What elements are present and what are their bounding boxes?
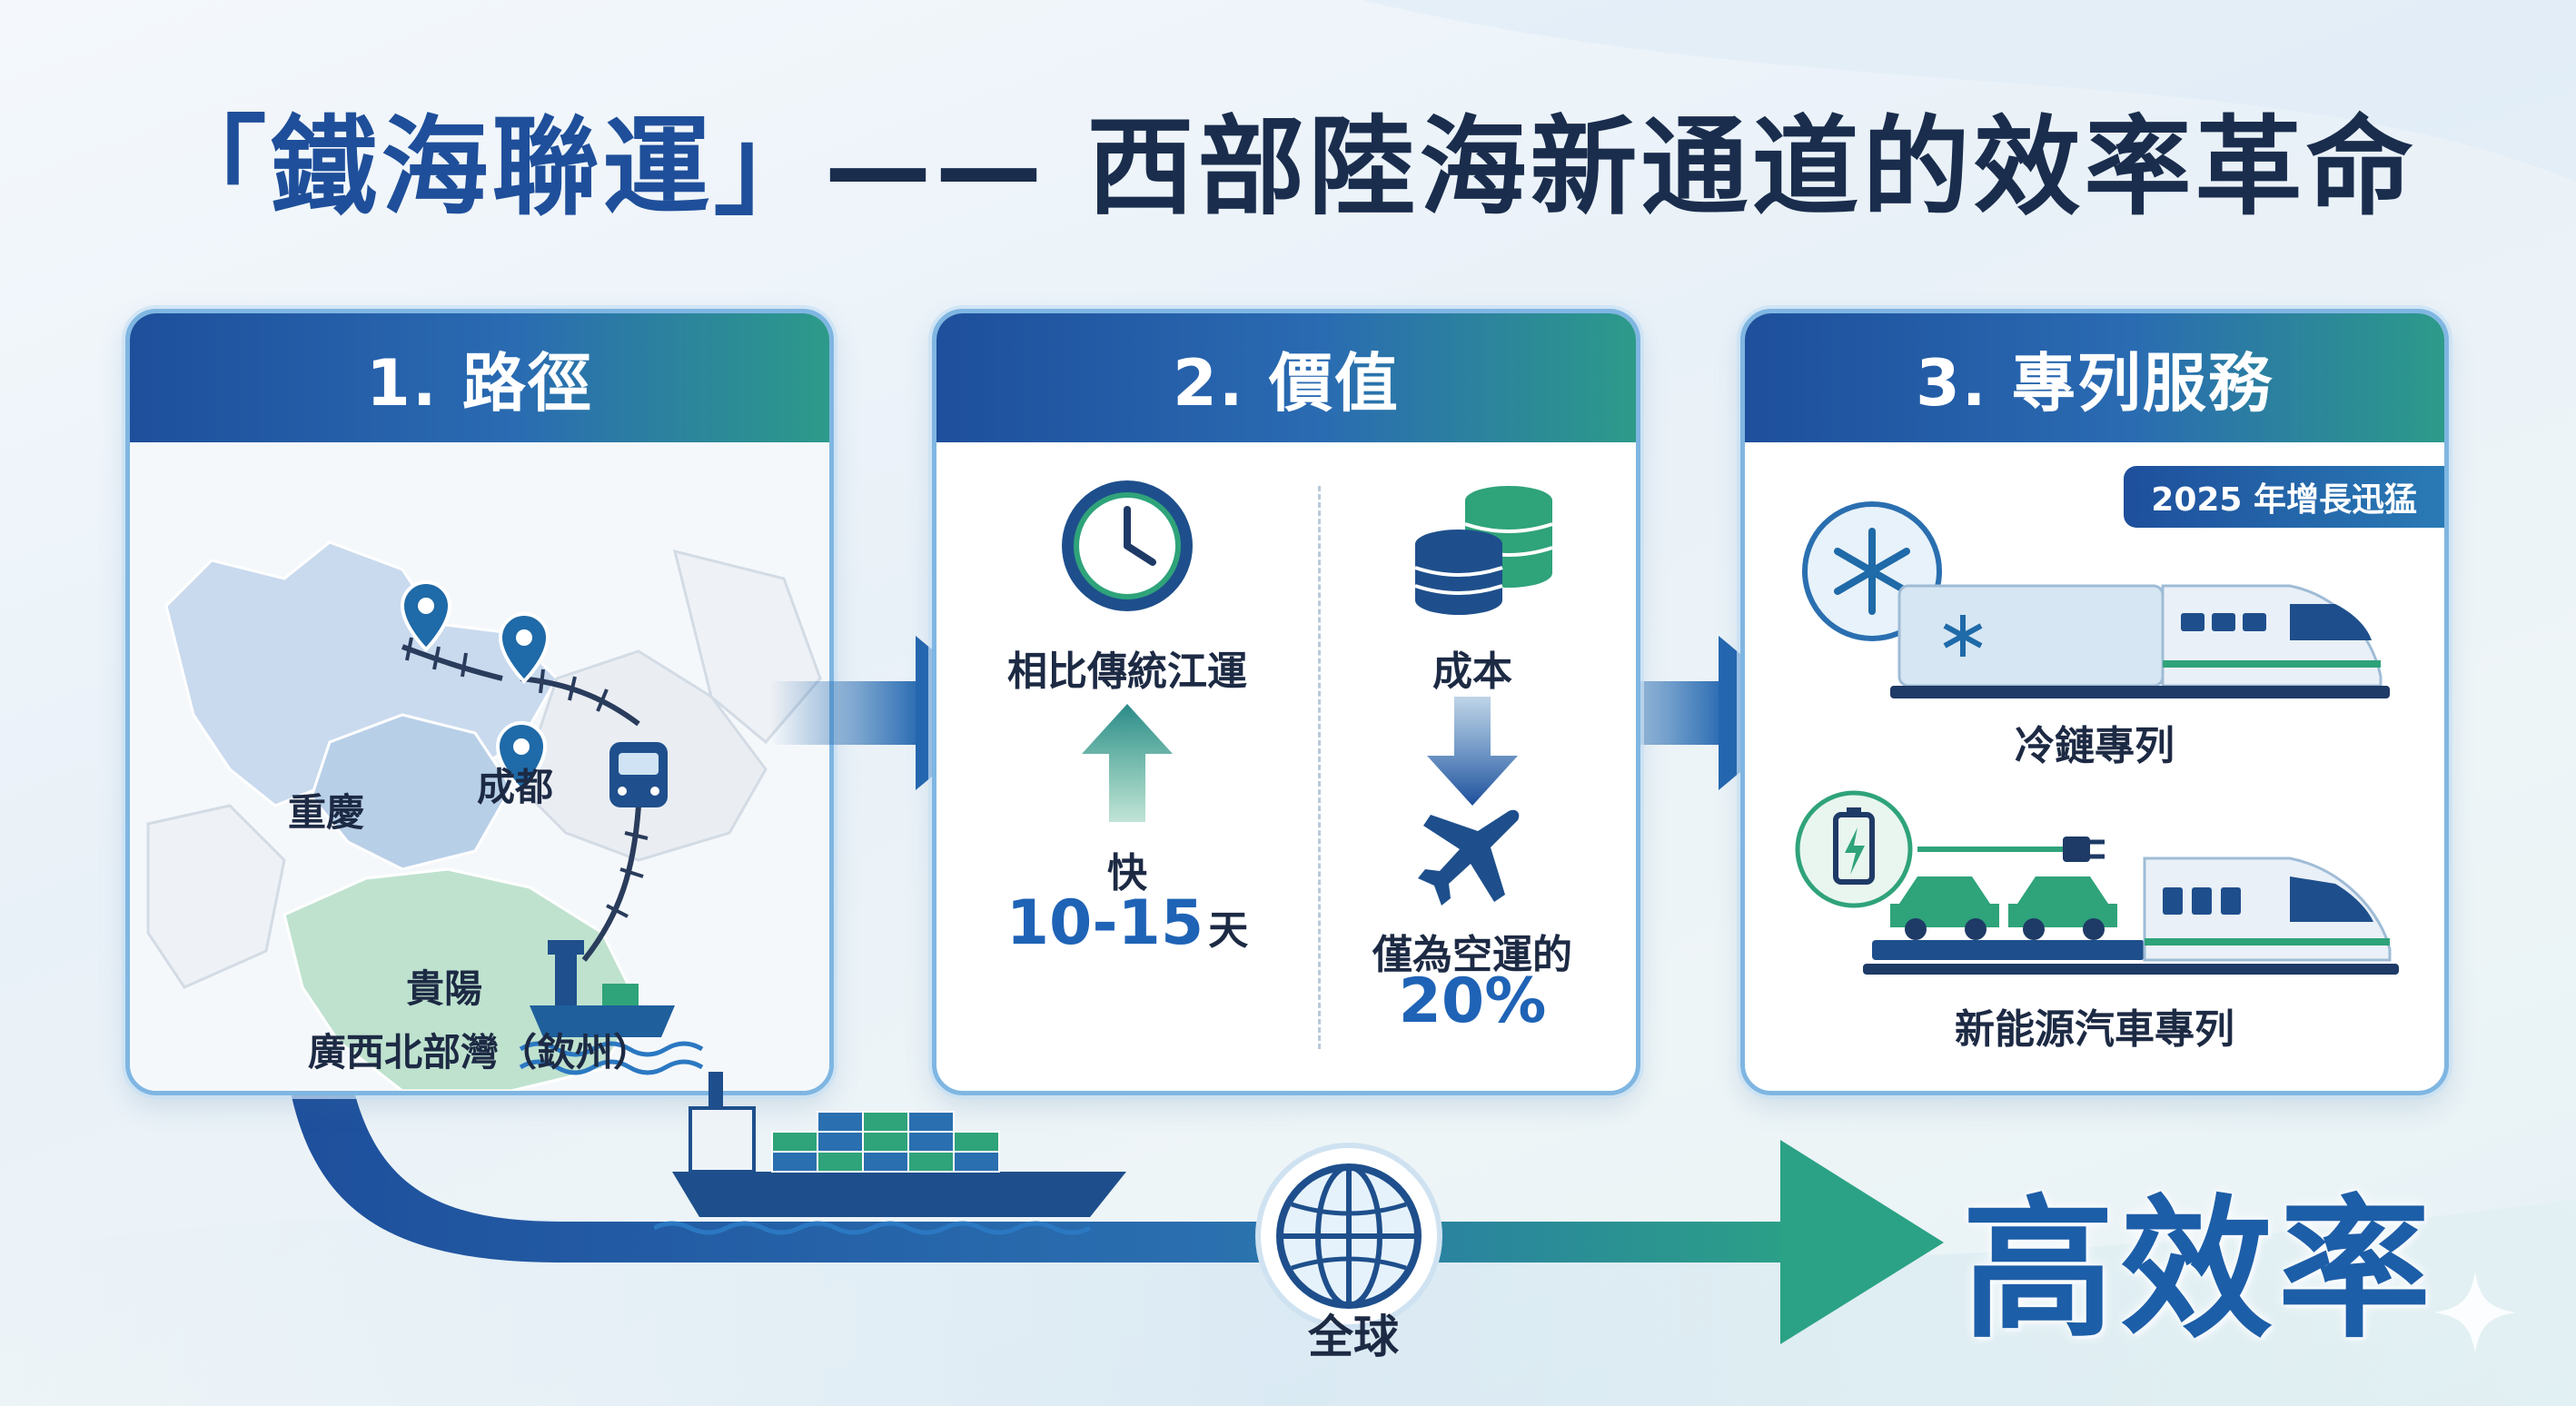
panel-route: 1. 路徑 bbox=[125, 309, 834, 1095]
panel-route-header: 1. 路徑 bbox=[130, 313, 829, 442]
city-label-guiyang: 貴陽 bbox=[406, 966, 483, 1011]
map-pin-icon bbox=[400, 580, 550, 793]
port-label: 廣西北部灣（欽州） bbox=[307, 1030, 651, 1074]
car-icon bbox=[1890, 876, 1999, 940]
panel-value-header: 2. 價值 bbox=[936, 313, 1636, 442]
city-label-chengdu: 成都 bbox=[477, 765, 554, 809]
airplane-icon bbox=[1418, 809, 1520, 906]
sparkle-icon bbox=[2434, 1272, 2516, 1353]
clock-icon bbox=[1062, 480, 1193, 611]
plug-icon bbox=[2063, 837, 2105, 862]
rail-track-icon bbox=[401, 644, 641, 962]
air-cost-percent: 20% bbox=[1398, 965, 1547, 1037]
panel-value: 2. 價值 相比傳統江運 快 10-15 天 成本 僅為空運的 20% bbox=[932, 309, 1640, 1095]
battery-icon bbox=[1833, 807, 1875, 885]
page-title: 「鐵海聯運」—— 西部陸海新通道的效率革命 bbox=[0, 80, 2576, 235]
city-label-chongqing: 重慶 bbox=[288, 790, 365, 835]
down-arrow-icon bbox=[1427, 697, 1518, 806]
cost-caption: 成本 bbox=[1432, 649, 1512, 695]
title-part2: 西部陸海新通道的效率革命 bbox=[1086, 104, 2417, 230]
growth-badge: 2025 年增長迅猛 bbox=[2124, 466, 2444, 528]
panel-service: 3. 專列服務 2025 年增長迅猛 冷鏈專列 新能源汽車專列 bbox=[1740, 309, 2449, 1095]
title-part1: 「鐵海聯運」 bbox=[159, 104, 825, 230]
divider bbox=[1318, 486, 1321, 1049]
coins-icon bbox=[1414, 486, 1553, 615]
cold-chain-train bbox=[1802, 501, 2390, 698]
global-label: 全球 bbox=[1308, 1311, 1399, 1363]
efficiency-label: 高效率 bbox=[1962, 1181, 2436, 1359]
days-value: 10-15 天 bbox=[973, 887, 1282, 959]
service2-label: 新能源汽車專列 bbox=[1955, 1006, 2234, 1053]
days-number: 10-15 bbox=[1006, 887, 1204, 959]
air-cost-note: 僅為空運的 bbox=[1372, 932, 1572, 978]
snowflake-icon bbox=[1834, 528, 1910, 615]
region-map bbox=[130, 442, 829, 1091]
train-icon bbox=[609, 742, 668, 807]
ev-car-train bbox=[1795, 790, 2399, 975]
globe-icon bbox=[1255, 1143, 1442, 1330]
panel-service-header: 3. 專列服務 bbox=[1745, 313, 2444, 442]
cargo-ship-icon bbox=[654, 1072, 1126, 1235]
service1-label: 冷鏈專列 bbox=[2015, 723, 2175, 769]
up-arrow-icon bbox=[1082, 704, 1173, 822]
fast-label: 快 bbox=[1107, 850, 1147, 896]
port-ship-icon bbox=[519, 940, 704, 1075]
compare-caption: 相比傳統江運 bbox=[1007, 649, 1247, 695]
days-unit: 天 bbox=[1208, 907, 1249, 954]
title-dash: —— bbox=[824, 104, 1087, 230]
